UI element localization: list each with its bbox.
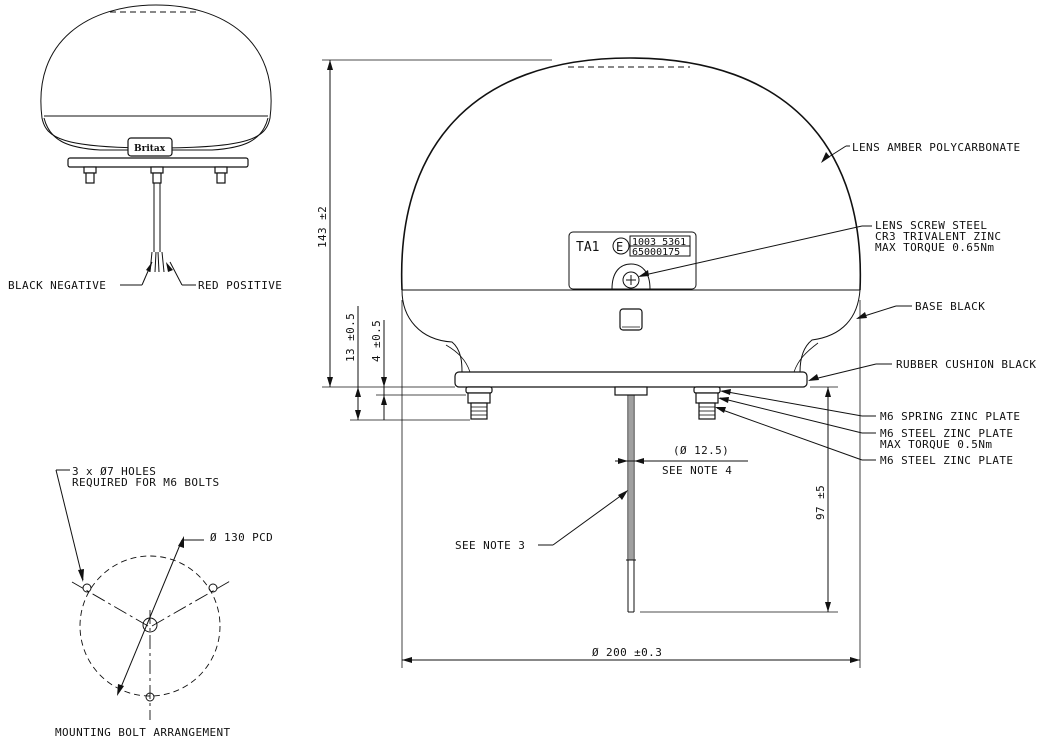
black-negative-label: BLACK NEGATIVE (8, 279, 106, 292)
holes-label-line2: REQUIRED FOR M6 BOLTS (72, 476, 219, 489)
m6-steel-label-1b: MAX TORQUE 0.5Nm (880, 438, 992, 451)
rubber-cushion-label: RUBBER CUSHION BLACK (896, 358, 1036, 371)
bolt-hole-left (82, 583, 92, 593)
m6-steel-label-2: M6 STEEL ZINC PLATE (880, 454, 1013, 467)
main-cable (626, 395, 636, 613)
side-view-cable (149, 183, 165, 273)
side-view-bolt-right (214, 166, 228, 184)
m6-spring-label: M6 SPRING ZINC PLATE (880, 410, 1020, 423)
holes-label-line1: 3 x Ø7 HOLES (72, 465, 156, 478)
lens-label: LENS AMBER POLYCARBONATE (852, 141, 1021, 154)
plate-code-1: 1003 5361 (632, 237, 686, 248)
plate-e-mark: E (616, 240, 623, 254)
bolt-hole-right (208, 583, 218, 593)
lens-screw-label-2: CR3 TRIVALENT ZINC (875, 230, 1001, 243)
mounting-caption: MOUNTING BOLT ARRANGEMENT (55, 726, 231, 739)
side-view-base (67, 157, 249, 168)
main-base (401, 289, 861, 373)
main-view: TA1 E 1003 5361 65000175 (400, 57, 1036, 613)
dim-cable-length: 97 ±5 (814, 485, 827, 520)
red-positive-label: RED POSITIVE (198, 279, 282, 292)
lens-plate (568, 231, 697, 290)
lens-screw-label-1: LENS SCREW STEEL (875, 219, 987, 232)
side-view: Britax BLACK NEGATIVE RED POSITIV (8, 4, 282, 292)
dim-base-4: 4 ±0.5 (370, 320, 383, 362)
mounting-bolt-arrangement: 3 x Ø7 HOLES REQUIRED FOR M6 BOLTS Ø 130… (55, 465, 273, 739)
dim-diameter: Ø 200 ±0.3 (592, 646, 662, 659)
pcd-circle (79, 555, 221, 697)
bolt-left (465, 386, 493, 420)
lens-screw-label-3: MAX TORQUE 0.65Nm (875, 241, 994, 254)
see-note-4-label: SEE NOTE 4 (662, 464, 732, 477)
side-view-lens (40, 4, 272, 149)
lens-screw (622, 271, 640, 289)
pcd-label: Ø 130 PCD (210, 531, 273, 544)
svg-text:Britax: Britax (134, 144, 166, 154)
side-view-bolt-center (150, 166, 164, 184)
dim-cable-diameter: (Ø 12.5) (673, 444, 729, 457)
base-clip (619, 308, 643, 331)
bolt-hole-bottom (145, 692, 155, 702)
base-label: BASE BLACK (915, 300, 985, 313)
side-view-logo (127, 137, 173, 157)
plate-code-2: 65000175 (632, 247, 680, 258)
plate-ta1: TA1 (576, 240, 599, 255)
rubber-cushion (454, 371, 808, 388)
see-note-3-label: SEE NOTE 3 (455, 539, 525, 552)
m6-steel-label-1: M6 STEEL ZINC PLATE (880, 427, 1013, 440)
main-lens (400, 57, 862, 291)
dim-base-13: 13 ±0.5 (344, 313, 357, 362)
dim-height: 143 ±2 (316, 206, 329, 248)
bolt-right (693, 386, 721, 420)
side-view-bolt-left (83, 166, 97, 184)
dimensions: 143 ±2 13 ±0.5 4 ±0.5 (Ø 12.5) 97 ±5 Ø 2 (316, 59, 861, 668)
